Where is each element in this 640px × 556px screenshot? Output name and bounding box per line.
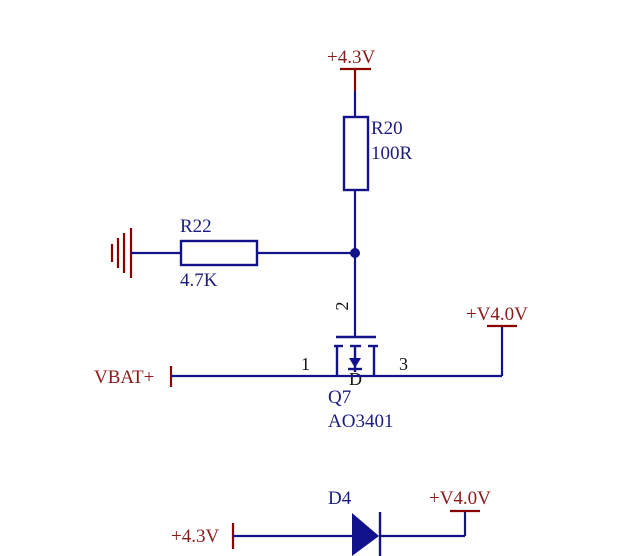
resistor-r22-value: 4.7K [180, 270, 218, 291]
resistor-r22: R22 4.7K [179, 216, 259, 291]
q7-pin-gate-number: 2 [332, 302, 352, 311]
resistor-r20: R20 100R [342, 115, 413, 192]
q7-body-arrow [349, 358, 361, 368]
resistor-r20-ref: R20 [371, 118, 403, 139]
diode-input-port: +4.3V [171, 523, 235, 549]
diode-input-label: +4.3V [171, 526, 219, 547]
q7-pin-left-number: 1 [301, 354, 310, 374]
ground-symbol [110, 228, 133, 278]
diode-output-label: +V4.0V [429, 488, 491, 509]
fet-output-power-port: +V4.0V [466, 304, 528, 328]
battery-input-label: VBAT+ [94, 367, 154, 388]
q7-value: AO3401 [328, 411, 393, 432]
resistor-r22-ref: R22 [180, 216, 212, 237]
fet-output-label: +V4.0V [466, 304, 528, 325]
mosfet-q7: D Q7 AO3401 [328, 335, 393, 432]
diode-output-power-port: +V4.0V [429, 488, 491, 513]
resistor-r20-body [342, 115, 370, 192]
diode-d4-ref: D4 [328, 488, 352, 509]
q7-pin-right-number: 3 [399, 354, 408, 374]
resistor-r22-body [179, 239, 259, 267]
diode-d4-triangle [352, 513, 379, 556]
top-supply-label: +4.3V [327, 47, 375, 68]
top-supply-power-port: +4.3V [327, 47, 375, 91]
battery-input-port: VBAT+ [94, 366, 173, 388]
resistor-r20-value: 100R [371, 143, 413, 164]
diode-d4: D4 [328, 488, 382, 556]
q7-ref: Q7 [328, 387, 351, 408]
q7-drain-letter: D [349, 369, 362, 389]
